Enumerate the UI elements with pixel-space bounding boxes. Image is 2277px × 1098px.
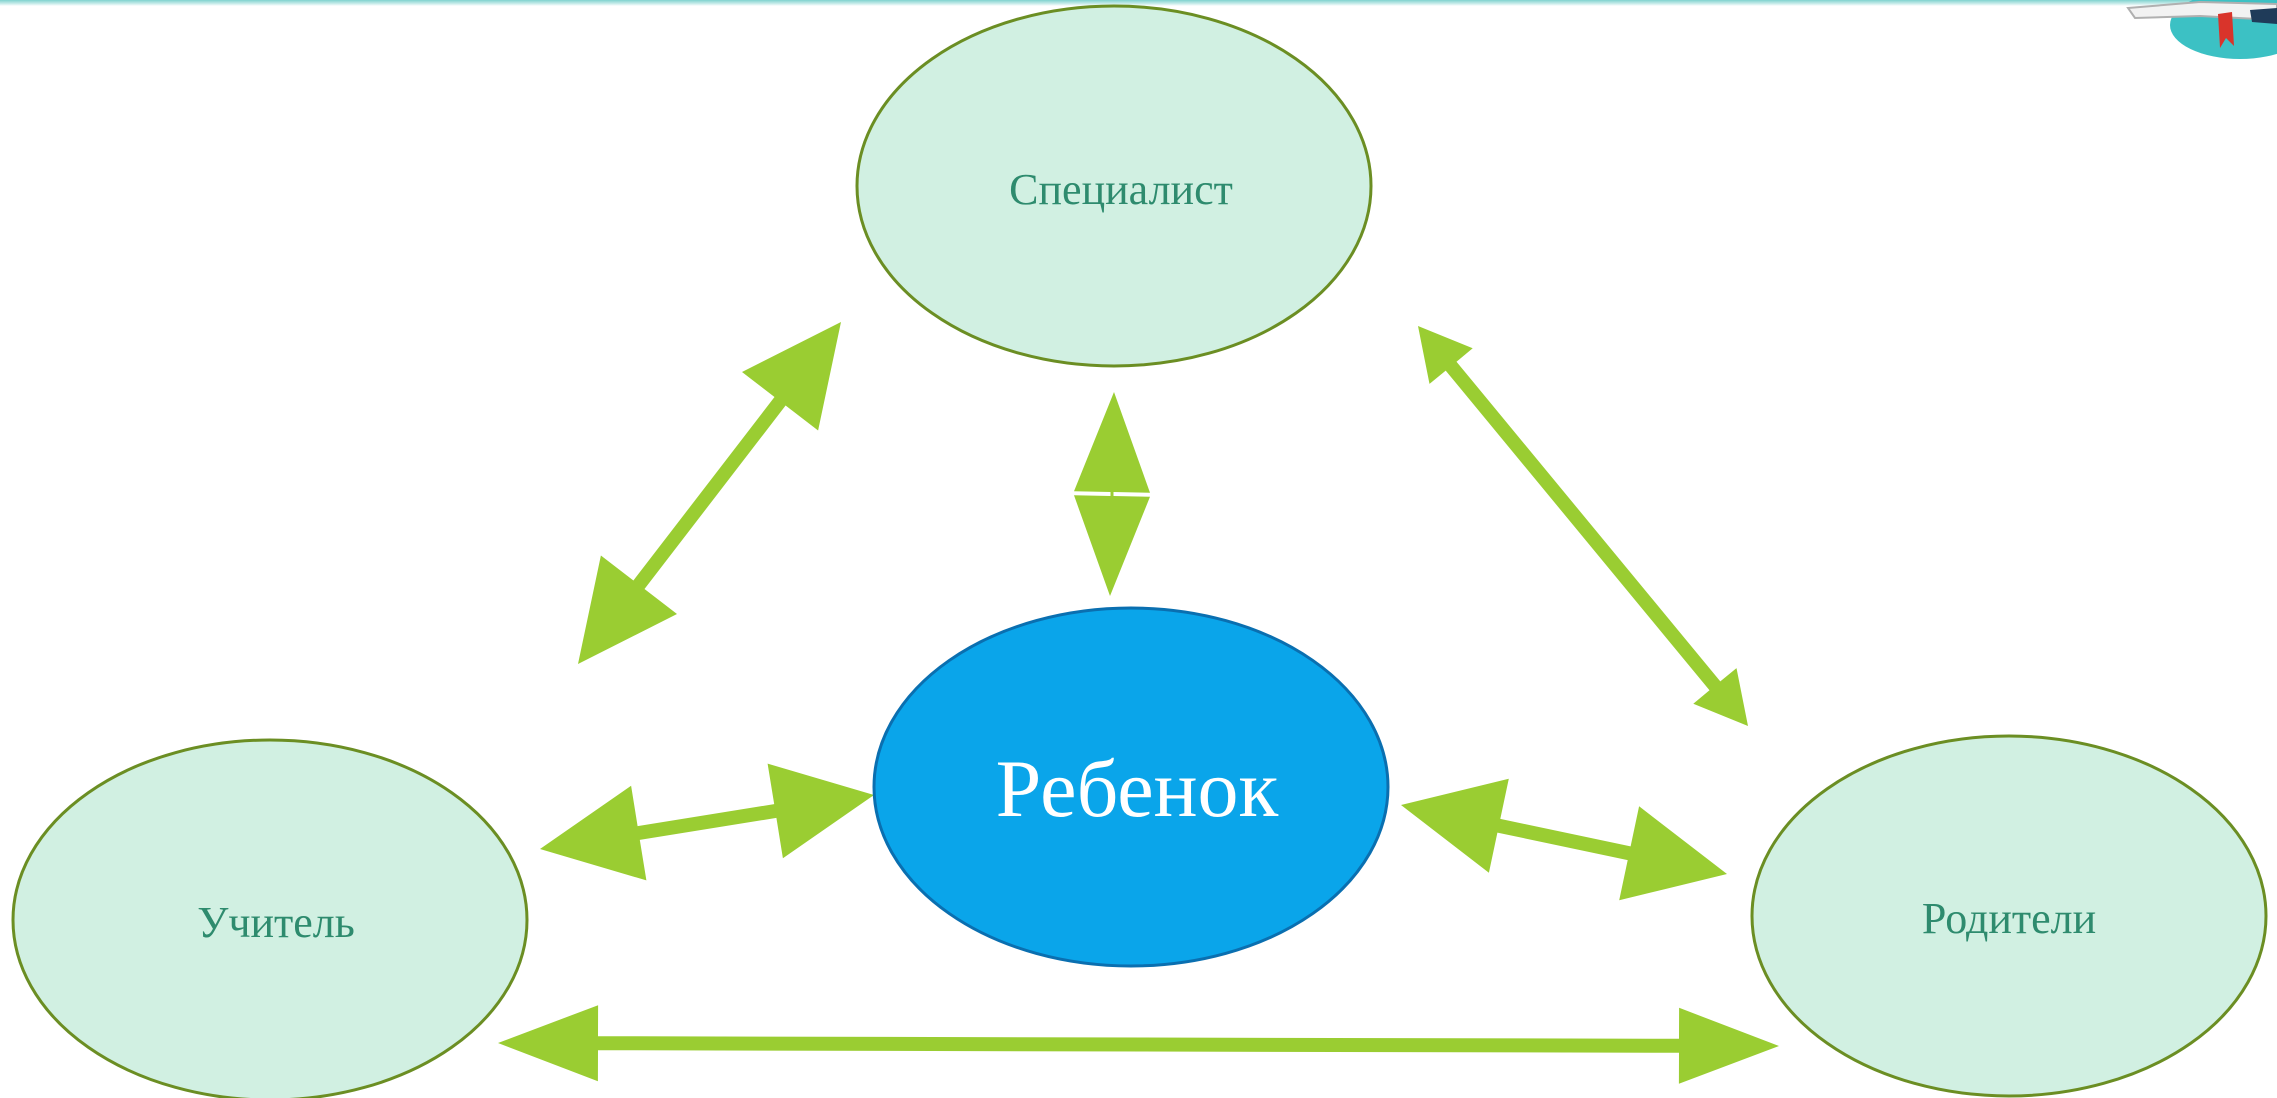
arrow-specialist-parents <box>1418 326 1748 726</box>
arrow-specialist-teacher <box>578 322 841 664</box>
node-child: Ребенок <box>872 606 1390 968</box>
node-parents-shape <box>1750 734 2268 1098</box>
node-teacher-shape <box>11 738 529 1098</box>
node-child-label: Ребенок <box>996 743 1279 834</box>
arrow-teacher-child <box>540 763 874 881</box>
connection-arrows <box>498 322 1779 1084</box>
node-parents-label: Родители <box>1922 894 2096 943</box>
node-teacher: Учитель <box>11 738 529 1098</box>
node-parents: Родители <box>1750 734 2268 1098</box>
node-specialist-label: Специалист <box>1009 165 1233 214</box>
arrow-specialist-child <box>1074 392 1150 596</box>
arrow-teacher-parents <box>498 1005 1779 1084</box>
node-child-shape <box>872 606 1390 968</box>
node-specialist: Специалист <box>855 4 1373 368</box>
node-teacher-label: Учитель <box>197 898 355 947</box>
node-specialist-shape <box>855 4 1373 368</box>
book-icon <box>2126 0 2277 59</box>
top-decorative-band <box>0 0 2277 6</box>
arrow-child-parents <box>1401 778 1727 901</box>
